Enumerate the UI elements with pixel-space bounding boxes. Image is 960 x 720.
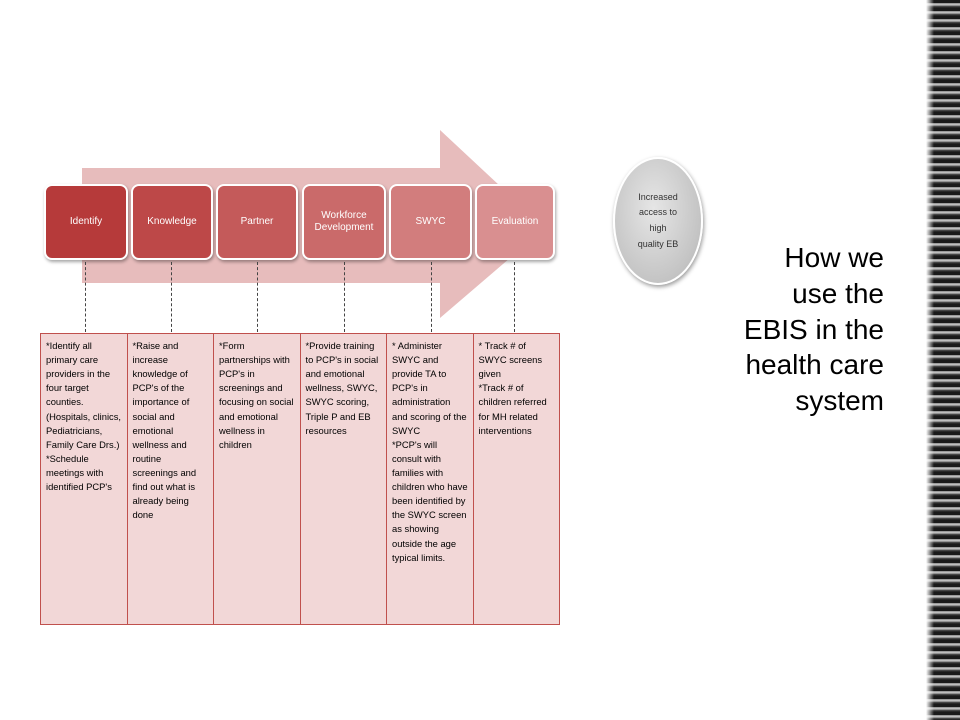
table-cell-evaluation: * Track # of SWYC screens given *Track #…: [478, 340, 547, 436]
step-label: Workforce Development: [314, 209, 374, 234]
step-label: Evaluation: [491, 215, 539, 227]
step-partner: Partner: [216, 184, 298, 260]
step-label: Partner: [240, 215, 274, 227]
table-cell-workforce: *Provide training to PCP's in social and…: [301, 334, 387, 624]
step-swyc: SWYC: [389, 184, 472, 260]
table-cell-partner: *Form partnerships with PCP's in screeni…: [214, 334, 301, 624]
table-cell-identify: *Identify all primary care providers in …: [41, 334, 128, 624]
activities-table: *Identify all primary care providers in …: [40, 333, 560, 625]
step-knowledge: Knowledge: [131, 184, 213, 260]
connector-line: [344, 262, 345, 332]
step-identify: Identify: [44, 184, 128, 260]
connector-line: [85, 262, 86, 332]
step-label: Identify: [69, 215, 103, 227]
process-arrow: [82, 130, 545, 318]
step-label: Knowledge: [147, 215, 197, 227]
step-evaluation: Evaluation: [475, 184, 555, 260]
table-cell-swyc: * Administer SWYC and provide TA to PCP'…: [387, 334, 474, 624]
connector-line: [514, 262, 515, 332]
outcome-circle: Increased access to high quality EB: [613, 157, 703, 285]
connector-line: [431, 262, 432, 332]
step-workforce-development: Workforce Development: [302, 184, 386, 260]
slide-title: How we use the EBIS in the health care s…: [743, 242, 884, 417]
connector-line: [257, 262, 258, 332]
decorative-edge: [926, 0, 960, 720]
table-cell-knowledge: *Raise and increase knowledge of PCP's o…: [128, 334, 214, 624]
connector-line: [171, 262, 172, 332]
step-label: SWYC: [415, 215, 446, 227]
